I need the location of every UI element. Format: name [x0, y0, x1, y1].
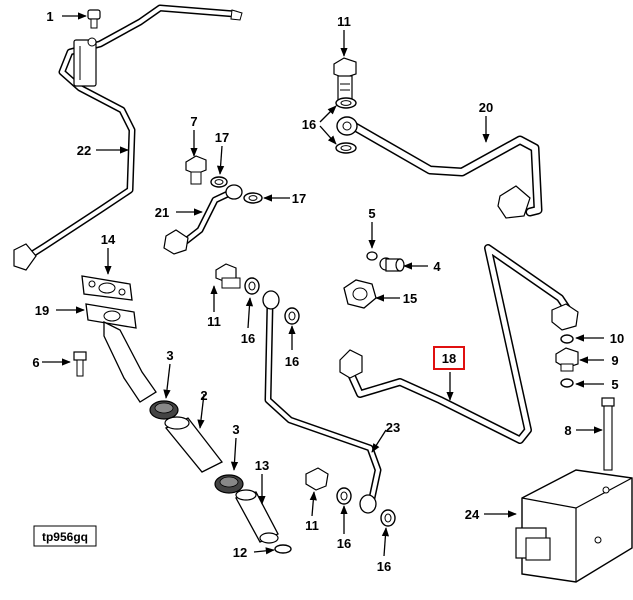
o-ring-5-right — [560, 378, 574, 388]
callout-labels: 1 22 11 20 16 7 17 17 21 5 4 14 15 19 11… — [32, 9, 624, 574]
callout-15: 15 — [403, 291, 417, 306]
elbow-19 — [85, 303, 157, 403]
o-ring-12 — [274, 544, 292, 554]
tube-18 — [339, 244, 579, 444]
callout-5: 5 — [368, 206, 375, 221]
callout-6: 6 — [32, 355, 39, 370]
callout-3: 3 — [166, 348, 173, 363]
clamp-3-lower — [214, 474, 244, 494]
washer-16-mid-b — [284, 307, 300, 325]
washers-16-top — [335, 97, 357, 154]
reference-code-text: tp956gq — [42, 530, 88, 544]
reference-code: tp956gq — [33, 525, 97, 547]
callout-14: 14 — [101, 232, 116, 247]
callout-3: 3 — [232, 422, 239, 437]
callout-16: 16 — [377, 559, 391, 574]
tube-20 — [336, 116, 543, 219]
tube-23 — [262, 290, 382, 514]
bolt-1 — [87, 9, 101, 29]
callout-19: 19 — [35, 303, 49, 318]
banjo-bolt-11-low — [305, 467, 329, 491]
tube-21 — [163, 184, 243, 255]
washer-17-b — [243, 192, 263, 204]
tube-22 — [13, 4, 243, 271]
callout-11: 11 — [207, 314, 221, 329]
callout-20: 20 — [479, 100, 493, 115]
banjo-bolt-11-mid — [215, 263, 241, 289]
gasket-14 — [81, 275, 133, 301]
callout-17: 17 — [215, 130, 229, 145]
washer-17-a — [210, 176, 228, 188]
callout-16: 16 — [302, 117, 316, 132]
callout-13: 13 — [255, 458, 269, 473]
callout-16: 16 — [241, 331, 255, 346]
hose-2 — [164, 416, 223, 473]
washer-16-mid-a — [244, 277, 260, 295]
callout-16: 16 — [337, 536, 351, 551]
callout-9: 9 — [611, 353, 618, 368]
callout-10: 10 — [610, 331, 624, 346]
clamp-3-upper — [149, 400, 179, 420]
washer-16-low-b — [380, 509, 396, 527]
callout-22: 22 — [77, 143, 91, 158]
block-24 — [515, 469, 633, 583]
callout-18: 18 — [442, 351, 456, 366]
bolt-8 — [601, 397, 615, 471]
fitting-9 — [555, 347, 579, 372]
callout-11: 11 — [337, 14, 351, 29]
callout-17: 17 — [292, 191, 306, 206]
callout-7: 7 — [190, 114, 197, 129]
callout-1: 1 — [46, 9, 53, 24]
o-ring-5-top — [366, 251, 378, 261]
washer-16-low-a — [336, 487, 352, 505]
highlight-box-18 — [433, 346, 465, 370]
callout-11: 11 — [305, 518, 319, 533]
callout-23: 23 — [386, 420, 400, 435]
callout-16: 16 — [285, 354, 299, 369]
fitting-15 — [343, 279, 377, 309]
callout-8: 8 — [564, 423, 571, 438]
callout-arrows — [42, 12, 604, 557]
banjo-bolt-11-top — [333, 57, 357, 101]
callout-2: 2 — [200, 388, 207, 403]
callout-21: 21 — [155, 205, 169, 220]
callout-5: 5 — [611, 377, 618, 392]
plug-4 — [379, 257, 405, 272]
callout-24: 24 — [465, 507, 480, 522]
o-ring-10 — [560, 334, 574, 344]
callout-4: 4 — [433, 259, 441, 274]
callout-12: 12 — [233, 545, 247, 560]
connector-13 — [235, 489, 279, 544]
banjo-bolt-7 — [185, 155, 207, 185]
bolt-6 — [73, 351, 87, 377]
